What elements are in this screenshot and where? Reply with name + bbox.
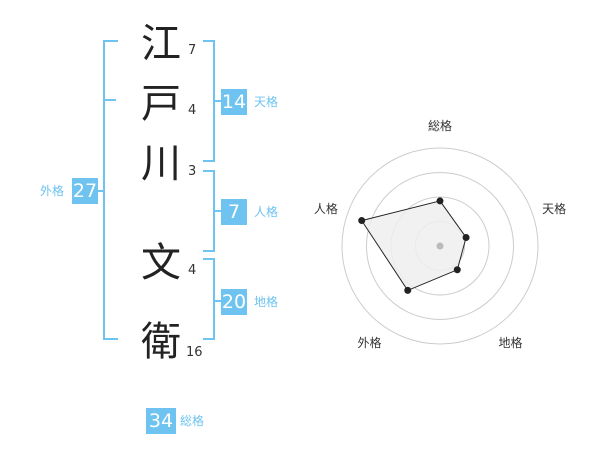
tenkaku-connector — [213, 100, 222, 102]
chikaku-value: 20 — [221, 289, 247, 315]
name-char-4: 文 — [141, 240, 181, 286]
radar-data-point — [404, 286, 412, 294]
soukaku-value: 34 — [146, 408, 176, 434]
chikaku-connector — [213, 300, 222, 302]
radar-data-point — [358, 217, 366, 225]
name-char-1: 江 — [141, 21, 181, 67]
jinkaku-connector — [213, 210, 222, 212]
stroke-count-3: 3 — [188, 164, 197, 179]
jinkaku-label: 人格 — [254, 205, 279, 219]
chikaku-bracket — [203, 258, 215, 340]
gaikaku-value: 27 — [72, 178, 98, 204]
name-char-3: 川 — [141, 141, 181, 187]
tenkaku-value: 14 — [221, 89, 247, 115]
gaikaku-connector — [97, 190, 105, 192]
name-char-5: 衛 — [141, 319, 181, 365]
radar-grid-ring — [341, 147, 539, 345]
soukaku-label: 総格 — [180, 414, 205, 428]
radar-axis-label: 外格 — [357, 335, 381, 350]
stroke-count-4: 4 — [188, 263, 197, 278]
radar-grid-ring — [366, 172, 514, 320]
radar-axis-label: 地格 — [498, 335, 522, 350]
radar-axis-label: 総格 — [428, 118, 452, 133]
gaikaku-label: 外格 — [40, 184, 65, 198]
jinkaku-value: 7 — [221, 199, 247, 225]
radar-data-point — [436, 197, 444, 205]
radar-axis-label: 人格 — [314, 201, 338, 216]
radar-series-area — [360, 200, 467, 292]
stroke-count-2: 4 — [188, 103, 197, 118]
radar-data-point — [453, 266, 461, 274]
stroke-count-5: 16 — [186, 345, 203, 360]
radar-axis-label: 天格 — [542, 201, 566, 216]
gaikaku-bracket-tick — [103, 99, 116, 101]
radar-center-dot — [436, 242, 444, 250]
tenkaku-label: 天格 — [254, 95, 279, 109]
radar-data-point — [462, 234, 470, 242]
stroke-count-1: 7 — [188, 43, 197, 58]
name-char-2: 戸 — [141, 81, 181, 127]
chikaku-label: 地格 — [254, 295, 279, 309]
